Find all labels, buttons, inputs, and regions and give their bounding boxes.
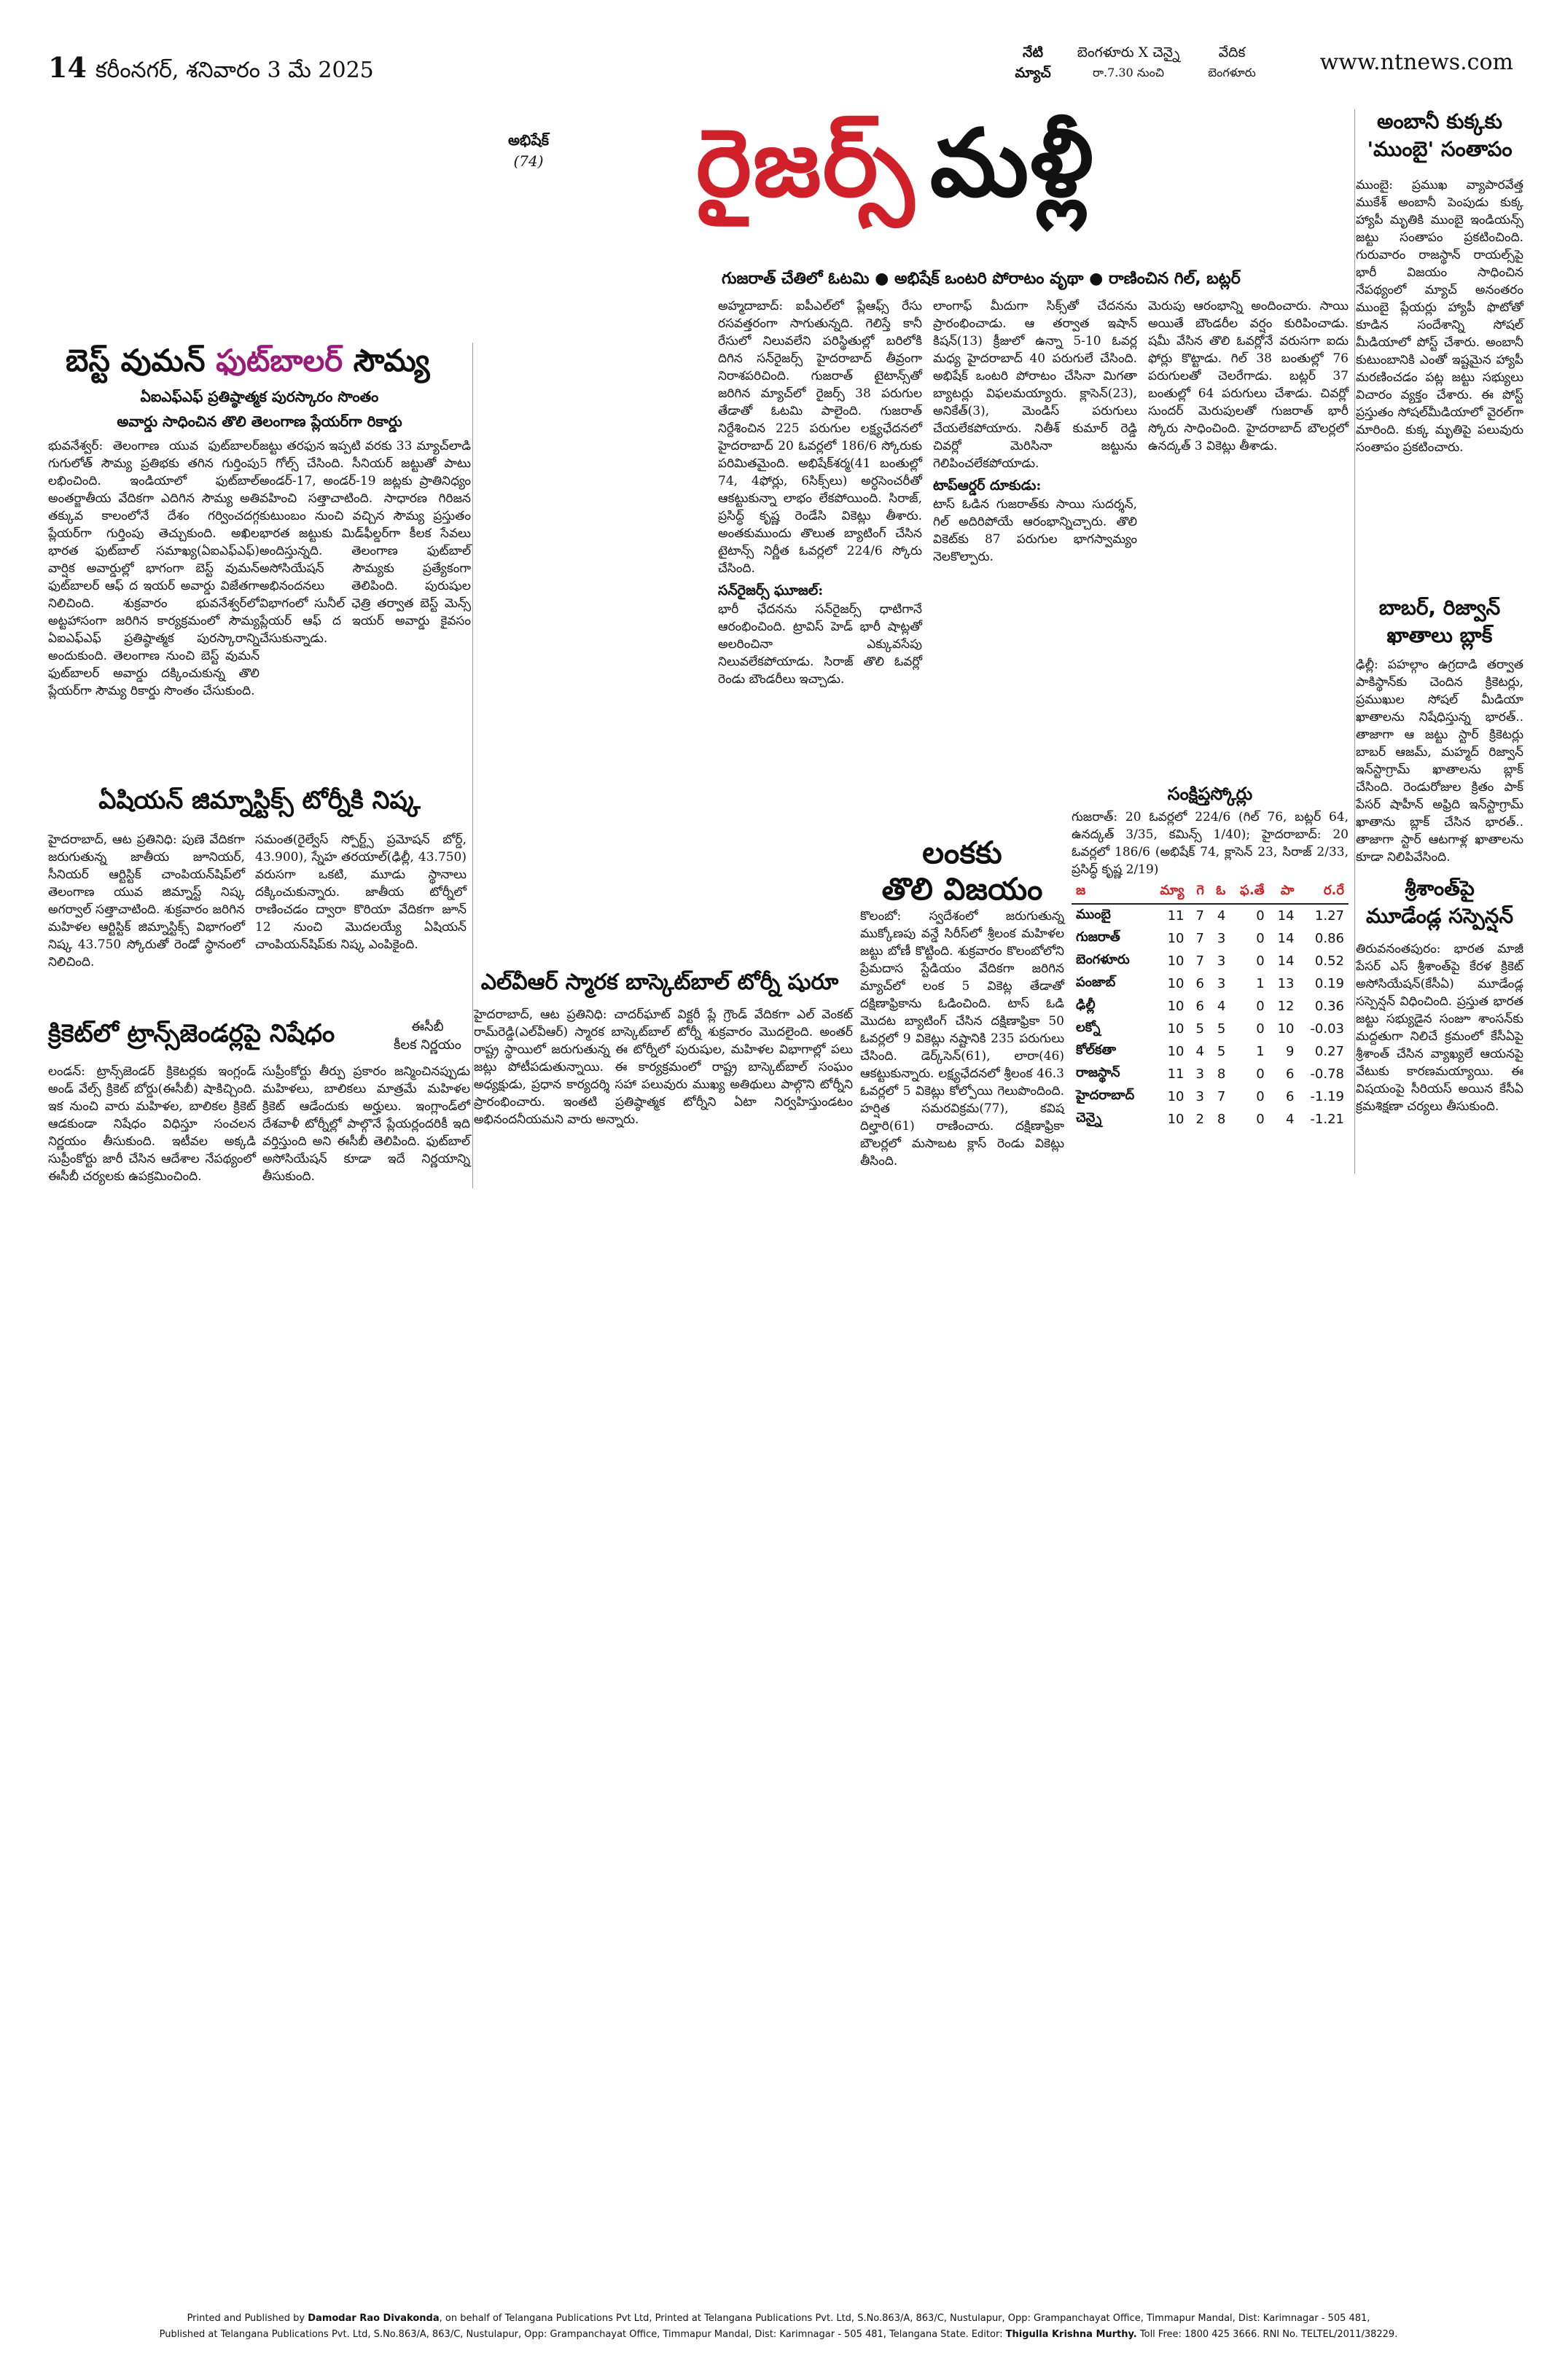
soumya-column-2: జట్టు తరఫున ఇప్పటి వరకు 33 మ్యాచ్‌లాడి 5… <box>260 439 471 646</box>
soumya-kicker: ఏఐఎఫ్‌ఎఫ్ ప్రతిష్ఠాత్మక పురస్కారం సొంతం <box>140 388 379 405</box>
lanka-headline: లంకకు తొలి విజయం <box>881 835 1043 907</box>
babar-headline: బాబర్, రిజ్వాన్ ఖాతాలు బ్లాక్ <box>1378 596 1501 647</box>
column-divider <box>1354 109 1355 1174</box>
fixture-teams: బెంగళూరు X చెన్నై రా.7.30 నుంచి <box>1077 44 1180 79</box>
website-link[interactable]: www.ntnews.com <box>1319 50 1513 75</box>
lead-column-2: లాంగాఫ్ మీదుగా సిక్స్‌తో చేదనను ప్రారంభి… <box>933 299 1137 564</box>
lanka-text: కొలంబో: స్వదేశంలో జరుగుతున్న ముక్కోణపు వ… <box>860 909 1064 1168</box>
lead-column-3: మెరుపు ఆరంభాన్ని అందించారు. సాయి అయితే బ… <box>1148 299 1349 453</box>
score-box: సంక్షిప్తస్కోర్లు గుజరాత్: 20 ఓవర్లలో 22… <box>1072 784 1349 877</box>
nishka-column-2: సమంత(రైల్వేస్ స్పోర్ట్స్ ప్రమోషన్ బోర్డ్… <box>255 832 467 952</box>
page-number: 14 <box>48 51 87 84</box>
sreesanth-text: తిరువనంతపురం: భారత మాజీ పేసర్ ఎస్ శ్రీశా… <box>1356 942 1523 1114</box>
photo-caption: అభిషేక్ (74) <box>507 131 550 170</box>
fixture-venue: వేదిక బెంగళూరు <box>1208 44 1256 79</box>
lvr-headline: ఎల్‌వీఆర్ స్మారక బాస్కెట్‌బాల్ టోర్నీ షు… <box>480 969 839 995</box>
babar-text: ఢిల్లీ: పహల్గాం ఉగ్రదాడి తర్వాత పాకిస్థా… <box>1356 658 1523 865</box>
lead-headline: రైజర్స్మళ్లీ <box>696 109 1095 218</box>
nishka-column-1: హైదరాబాద్, ఆట ప్రతినిధి: పుణె వేదికగా జర… <box>48 832 245 969</box>
ambani-headline: అంబానీ కుక్కకు 'ముంబై' సంతాపం <box>1367 109 1513 161</box>
trans-column-2: సుప్రీంకోర్టు తీర్పు ప్రకారం జన్మించినప్… <box>262 1064 470 1184</box>
nishka-headline: ఏషియన్ జిమ్నాస్టిక్స్ టోర్నీకి నిష్క <box>98 786 421 815</box>
trans-headline: క్రికెట్‌లో ట్రాన్స్‌జెండర్లపై నిషేధం <box>48 1019 335 1048</box>
lead-column-1: అహ్మదాబాద్: ఐపీఎల్‌లో ప్లేఆఫ్స్ రేసు రసవ… <box>718 299 922 687</box>
sreesanth-headline: శ్రీశాంత్‌పై మూడేండ్ల సస్పెన్షన్ <box>1365 876 1514 928</box>
column-divider <box>472 343 473 1188</box>
imprint-footer: Printed and Published by Damodar Rao Div… <box>159 2313 1398 2340</box>
trans-tag: ఈసీబీ కీలక నిర్ణయం <box>394 1019 461 1053</box>
page-header: 14 కరీంనగర్, శనివారం 3 మే 2025 <box>48 51 374 88</box>
soumya-column-1: భువనేశ్వర్: తెలంగాణ యువ ఫుట్‌బాలర్ గుగుల… <box>48 439 260 698</box>
trans-column-1: లండన్: ట్రాన్స్‌జెండర్ క్రికెటర్లకు ఇంగ్… <box>48 1064 256 1184</box>
soumya-subhead: అవార్డు సాధించిన తొలి తెలంగాణ ప్లేయర్‌గా… <box>117 413 402 430</box>
fixture-label: నేటి మ్యాచ్ <box>1015 44 1051 81</box>
lead-subhead: గుజరాత్ చేతిలో ఓటమి ● అభిషేక్ ఒంటరి పోరా… <box>722 270 1241 288</box>
dateline: కరీంనగర్, శనివారం 3 మే 2025 <box>95 58 374 83</box>
lvr-text: హైదరాబాద్, ఆట ప్రతినిధి: చాదర్‌ఘాట్ విక్… <box>474 1007 853 1127</box>
ambani-text: ముంబై: ప్రముఖ వ్యాపారవేత్త ముకేశ్ అంబానీ… <box>1356 178 1523 455</box>
soumya-headline: బెస్ట్ వుమన్ ఫుట్‌బాలర్ సౌమ్య <box>66 343 430 378</box>
